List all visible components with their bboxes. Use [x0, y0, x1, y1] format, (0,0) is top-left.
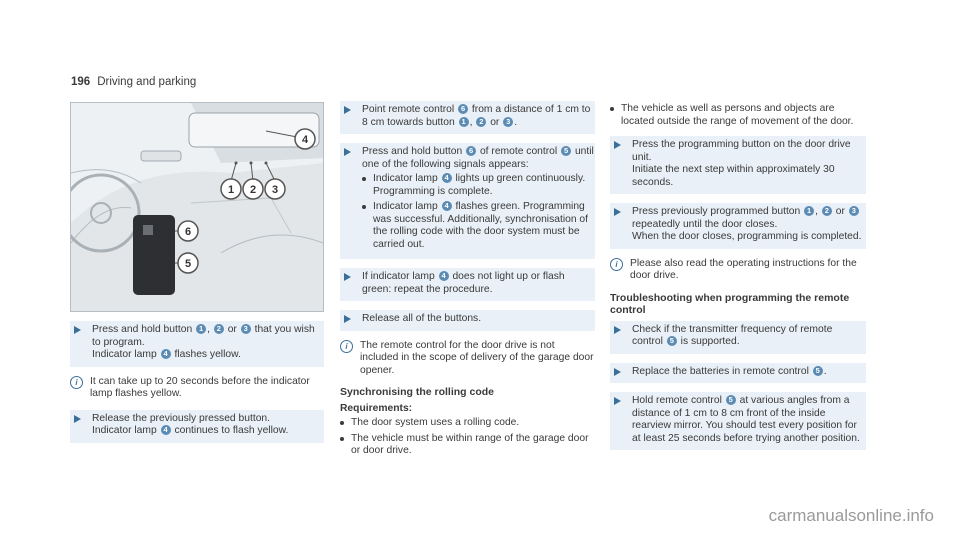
- column-2: Point remote control 6 from a distance o…: [340, 101, 595, 461]
- svg-text:5: 5: [185, 258, 191, 270]
- section-heading: Synchronising the rolling code: [340, 386, 495, 398]
- step-press-hold: Press and hold button 1, 2 or 3 that you…: [70, 321, 324, 367]
- watermark: carmanualsonline.info: [768, 506, 934, 525]
- step-release: Release the previously pressed button.In…: [70, 409, 324, 443]
- step-point-remote: Point remote control 6 from a distance o…: [340, 101, 595, 134]
- arrow-icon: [74, 326, 81, 334]
- arrow-icon: [344, 273, 351, 281]
- list-item: Indicator lamp 4 lights up green continu…: [362, 173, 595, 198]
- callout-1: 1: [220, 178, 242, 200]
- step-press-hold-6: Press and hold button 6 of remote contro…: [340, 143, 595, 259]
- requirements-label: Requirements:: [340, 402, 413, 414]
- info-icon: i: [610, 257, 623, 271]
- step-release-all: Release all of the buttons.: [340, 310, 595, 331]
- step-hold-remote: Hold remote control 5 at various angles …: [610, 392, 866, 450]
- section-heading: Troubleshooting when programming the rem…: [610, 291, 850, 317]
- interior-drawing: 1 2 3 4 5 6: [71, 103, 323, 311]
- callout-4: 4: [294, 128, 316, 150]
- arrow-icon: [344, 148, 351, 156]
- arrow-icon: [344, 106, 351, 114]
- column-3: The vehicle as well as persons and objec…: [610, 101, 866, 459]
- step-programming-button: Press the programming button on the door…: [610, 136, 866, 194]
- info-note: i Please also read the operating instruc…: [610, 257, 866, 283]
- list-item: Indicator lamp 4 flashes green. Programm…: [362, 201, 595, 251]
- arrow-icon: [74, 414, 81, 423]
- info-note: i It can take up to 20 seconds before th…: [70, 375, 324, 401]
- svg-text:3: 3: [272, 184, 278, 196]
- callout-5: 5: [177, 252, 199, 274]
- svg-text:4: 4: [302, 134, 309, 146]
- step-check-frequency: Check if the transmitter frequency of re…: [610, 320, 866, 354]
- list-item: The door system uses a rolling code.: [340, 417, 595, 430]
- arrow-icon: [614, 397, 621, 405]
- illustration-interior: 1 2 3 4 5 6: [70, 102, 324, 312]
- svg-text:2: 2: [250, 184, 256, 196]
- step-replace-batteries: Replace the batteries in remote control …: [610, 362, 866, 383]
- callout-2: 2: [242, 178, 264, 200]
- step-press-programmed: Press previously programmed button 1, 2 …: [610, 203, 866, 249]
- arrow-icon: [614, 367, 621, 376]
- list-item: The vehicle must be within range of the …: [340, 433, 595, 458]
- column-1: Press and hold button 1, 2 or 3 that you…: [70, 321, 324, 452]
- arrow-icon: [614, 141, 621, 149]
- page-number: 196: [71, 76, 91, 88]
- svg-text:6: 6: [185, 226, 191, 238]
- arrow-icon: [614, 208, 621, 216]
- page-header: 196 Driving and parking: [71, 76, 196, 88]
- list-item: The vehicle as well as persons and objec…: [610, 103, 866, 128]
- info-note: i The remote control for the door drive …: [340, 339, 595, 378]
- remote-control-shape: [133, 215, 175, 295]
- arrow-icon: [344, 315, 351, 323]
- info-icon: i: [70, 375, 83, 389]
- callout-6: 6: [177, 220, 199, 242]
- callout-3: 3: [264, 178, 286, 200]
- arrow-icon: [614, 325, 621, 334]
- step-repeat: If indicator lamp 4 does not light up or…: [340, 268, 595, 301]
- info-icon: i: [340, 339, 353, 353]
- section-title: Driving and parking: [97, 76, 197, 88]
- svg-text:1: 1: [228, 184, 234, 196]
